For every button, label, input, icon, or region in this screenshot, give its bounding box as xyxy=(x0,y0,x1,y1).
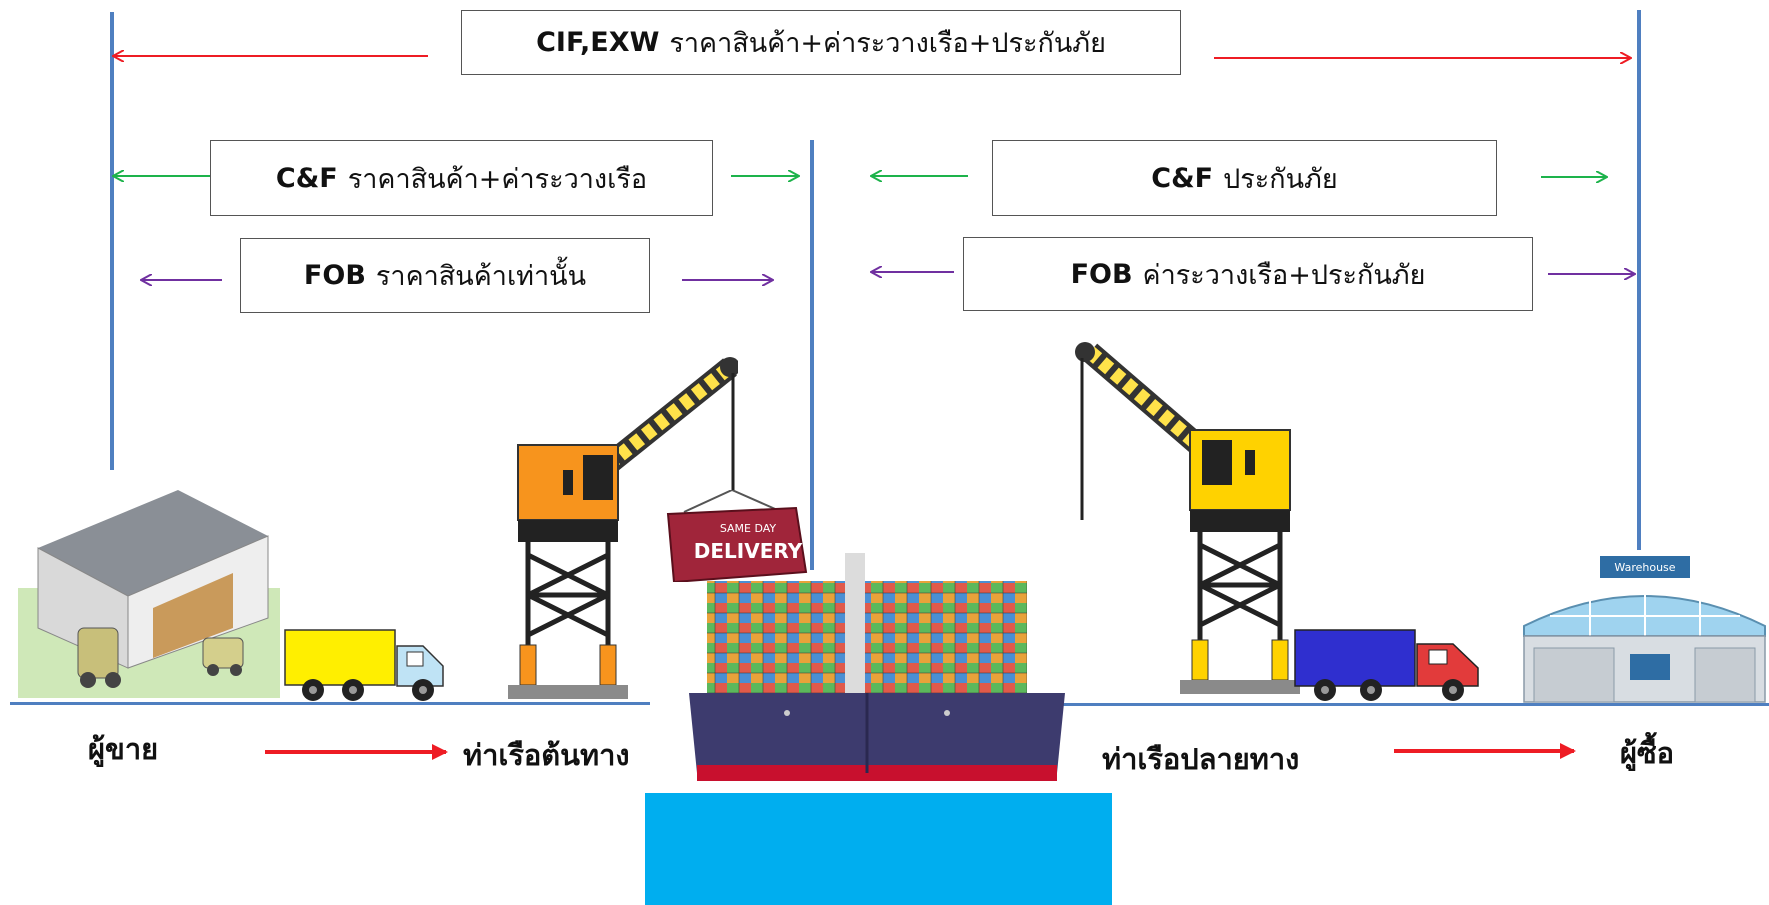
cf-right-desc: ประกันภัย xyxy=(1223,163,1338,195)
buyer-label: ผู้ซื้อ xyxy=(1620,736,1675,770)
fob-right-desc: ค่าระวางเรือ+ประกันภัย xyxy=(1142,259,1426,291)
fob-right-box: FOB ค่าระวางเรือ+ประกันภัย xyxy=(963,237,1533,311)
yellow-crane-illustration xyxy=(1075,342,1300,694)
origin-port-divider-line xyxy=(810,140,814,570)
fob-right-term: FOB xyxy=(1070,258,1133,290)
cf-left-desc: ราคาสินค้า+ค่าระวางเรือ xyxy=(347,163,648,195)
ground-line-left xyxy=(10,702,650,705)
fob-left-desc: ราคาสินค้าเท่านั้น xyxy=(375,261,587,292)
yellow-truck-illustration xyxy=(284,629,444,701)
warehouse-sign-text: Warehouse xyxy=(1614,561,1675,574)
cif-exw-desc: ราคาสินค้า+ค่าระวางเรือ+ประกันภัย xyxy=(669,28,1106,59)
blue-truck-illustration xyxy=(1294,629,1479,701)
container-illustration: SAME DAY DELIVERY xyxy=(666,490,808,582)
orange-crane-illustration xyxy=(508,357,738,699)
cif-exw-box: CIF,EXW ราคาสินค้า+ค่าระวางเรือ+ประกันภั… xyxy=(461,10,1181,75)
seller-warehouse-illustration xyxy=(18,490,280,698)
container-text-1: SAME DAY xyxy=(720,522,777,535)
sea-block xyxy=(645,793,1112,905)
cf-right-term: C&F xyxy=(1151,162,1214,194)
container-text-2: DELIVERY xyxy=(694,539,803,563)
seller-label: ผู้ขาย xyxy=(88,732,159,766)
destination-port-label: ท่าเรือปลายทาง xyxy=(1102,742,1300,776)
cf-left-box: C&F ราคาสินค้า+ค่าระวางเรือ xyxy=(210,140,713,216)
cf-right-box: C&F ประกันภัย xyxy=(992,140,1497,216)
seller-divider-line xyxy=(110,12,114,470)
fob-left-box: FOB ราคาสินค้าเท่านั้น xyxy=(240,238,650,313)
buyer-divider-line xyxy=(1637,10,1641,550)
container-ship-illustration xyxy=(689,553,1065,781)
origin-port-label: ท่าเรือต้นทาง xyxy=(463,738,630,772)
cf-left-term: C&F xyxy=(275,162,338,194)
fob-left-term: FOB xyxy=(303,260,366,291)
buyer-warehouse-illustration: Warehouse xyxy=(1523,556,1766,703)
ground-line-right xyxy=(1050,703,1769,706)
cif-exw-term: CIF,EXW xyxy=(536,27,660,58)
